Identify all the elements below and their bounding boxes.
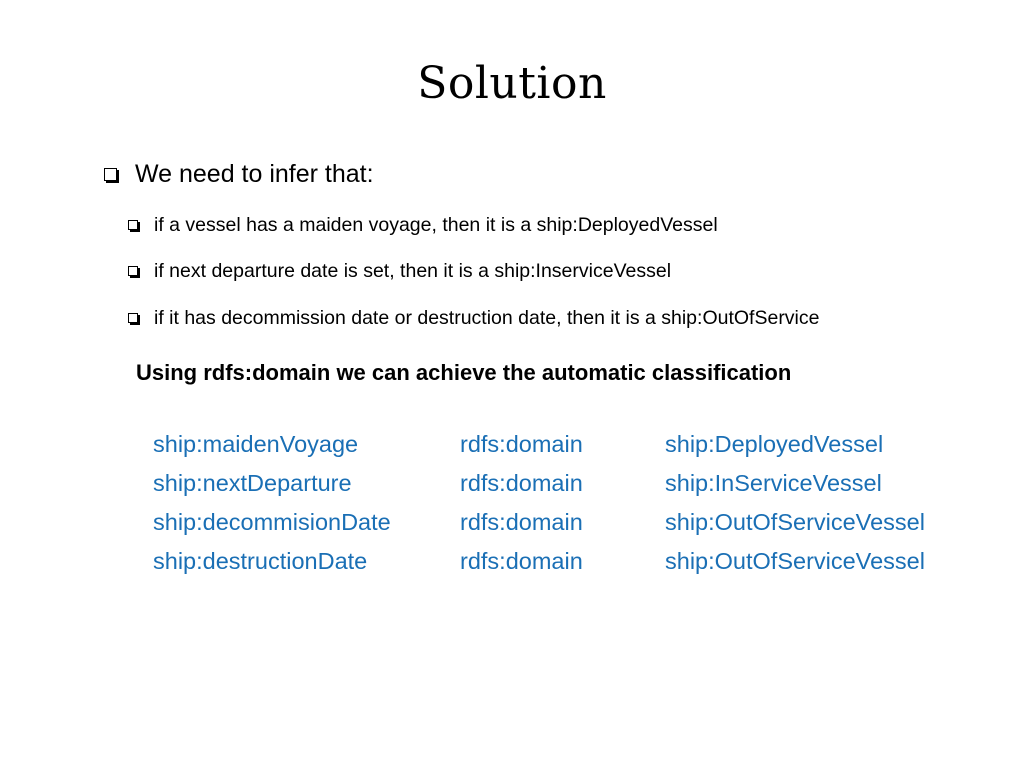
emphasis-statement: Using rdfs:domain we can achieve the aut… [136, 360, 792, 385]
square-bullet-icon [128, 220, 138, 230]
triple-object: ship:OutOfServiceVessel [665, 548, 925, 574]
triple-subject: ship:maidenVoyage [153, 431, 359, 457]
main-bullet-text: We need to infer that: [135, 159, 374, 188]
triple-object: ship:InServiceVessel [665, 470, 882, 496]
square-bullet-icon [104, 167, 117, 181]
sub-bullet-maiden-voyage: if a vessel has a maiden voyage, then it… [128, 212, 718, 238]
triple-predicate: rdfs:domain [460, 509, 583, 535]
triple-predicate: rdfs:domain [460, 548, 583, 574]
square-bullet-icon [128, 313, 138, 323]
sub-bullet-decommission: if it has decommission date or destructi… [128, 305, 820, 331]
triple-object: ship:OutOfServiceVessel [665, 509, 925, 535]
sub-bullet-next-departure: if next departure date is set, then it i… [128, 258, 671, 284]
triple-subject: ship:destructionDate [153, 548, 368, 574]
triple-subject: ship:nextDeparture [153, 470, 352, 496]
triple-predicate: rdfs:domain [460, 470, 583, 496]
square-bullet-icon [128, 266, 138, 276]
sub-bullet-text: if it has decommission date or destructi… [154, 306, 820, 329]
sub-bullet-text: if a vessel has a maiden voyage, then it… [154, 213, 718, 236]
triple-subject: ship:decommisionDate [153, 509, 391, 535]
triple-predicate: rdfs:domain [460, 431, 583, 457]
triple-object: ship:DeployedVessel [665, 431, 884, 457]
sub-bullet-text: if next departure date is set, then it i… [154, 259, 672, 282]
slide-title: Solution [417, 58, 607, 109]
main-bullet: We need to infer that: [104, 157, 374, 191]
